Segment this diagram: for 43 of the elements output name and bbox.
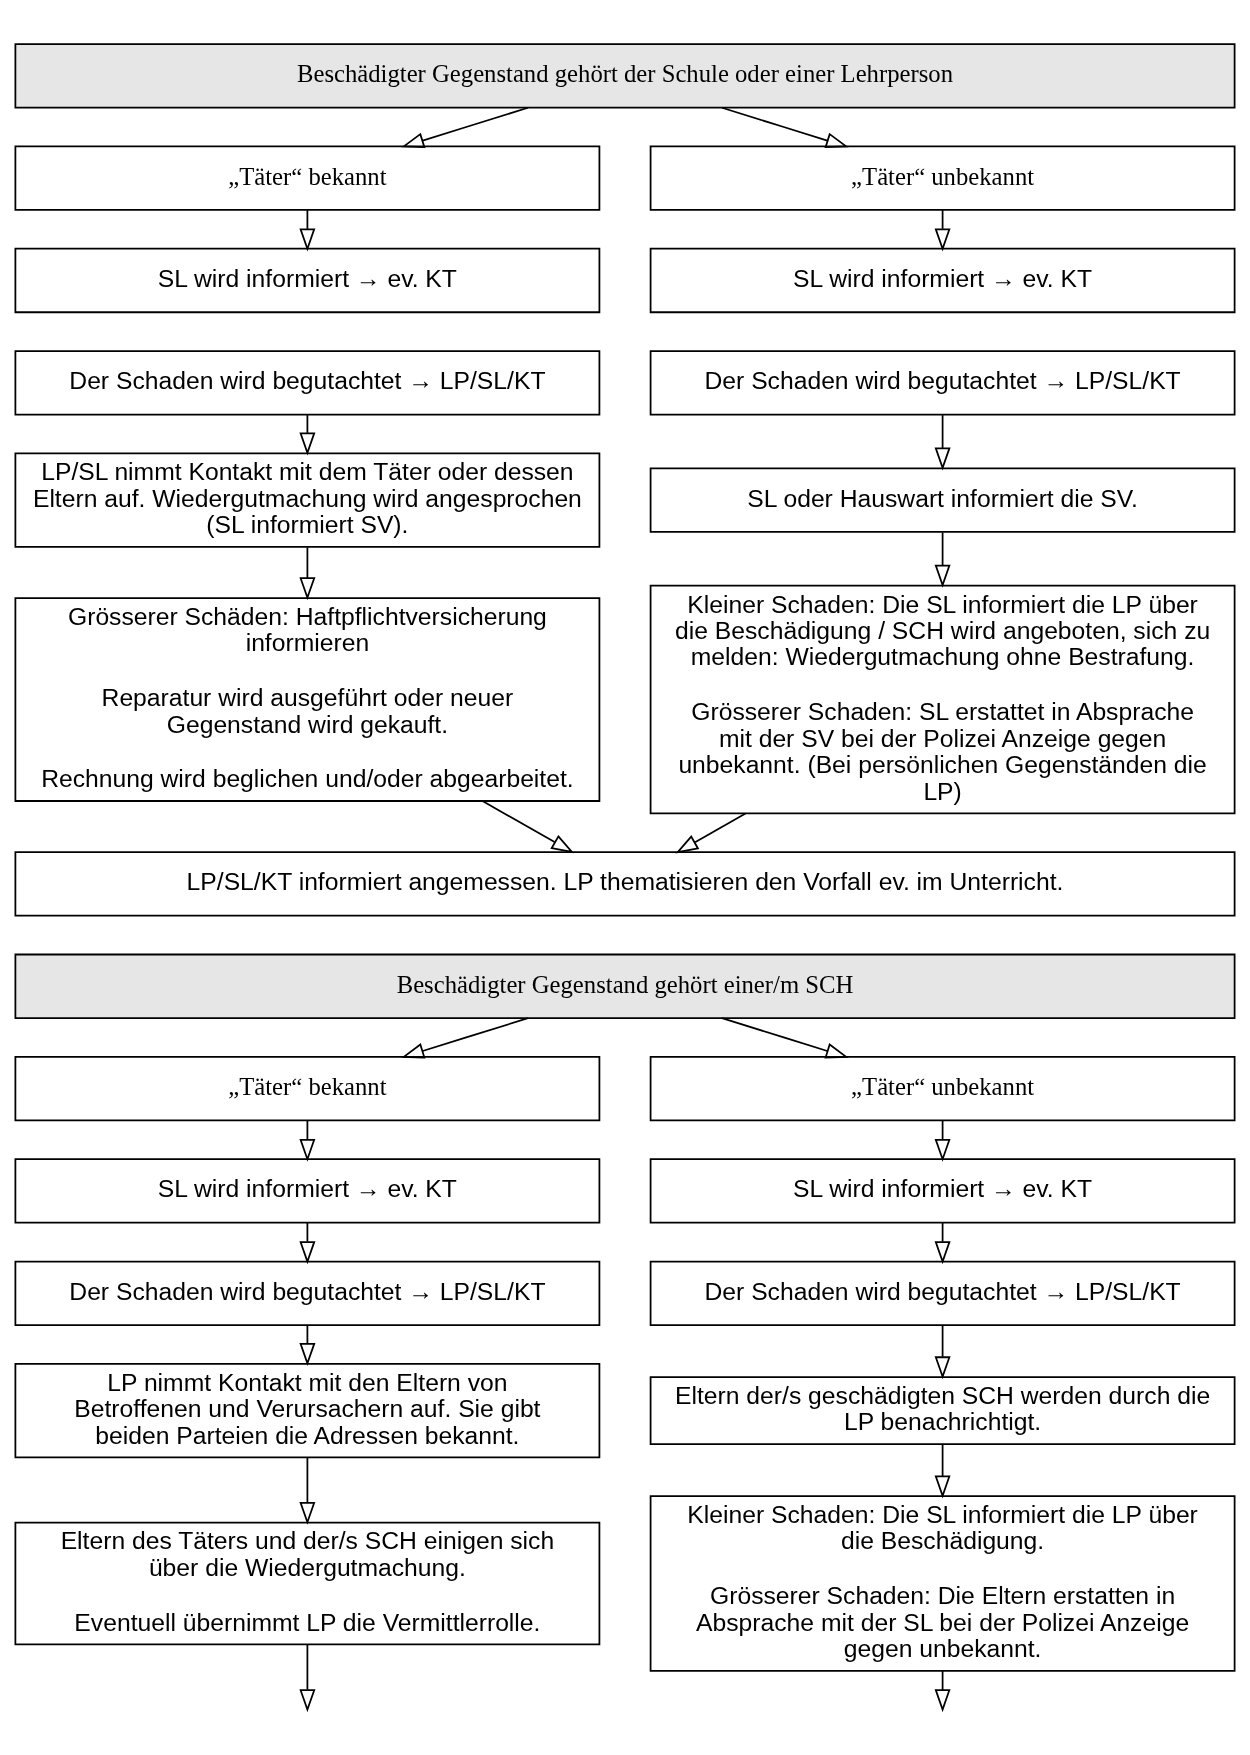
node-box: Der Schaden wird begutachtet → LP/SL/KT [649,1260,1236,1326]
node-box: SL wird informiert → ev. KT [649,1158,1236,1224]
node-box: LP nimmt Kontakt mit den Eltern von Betroffenen und Verursachern auf. Sie gibt beiden Parteien die Adressen bekannt. [14,1362,601,1459]
arrow [401,106,529,149]
arrow [721,1017,849,1059]
arrow [934,531,951,588]
node-box: Beschädigter Gegenstand gehört einer/m SCH [14,953,1236,1019]
node-box: SL wird informiert → ev. KT [649,247,1236,314]
node-box: „Täter“ unbekannt [649,1055,1236,1122]
arrow [934,1324,951,1380]
node-box: SL wird informiert → ev. KT [14,247,601,314]
node-box: Der Schaden wird begutachtet → LP/SL/KT [14,350,601,416]
node-box: Der Schaden wird begutachtet → LP/SL/KT [649,350,1236,416]
arrow [934,1119,951,1162]
arrow [299,1119,316,1162]
arrow [299,1222,316,1265]
arrow [934,1670,951,1713]
node-box: LP/SL nimmt Kontakt mit dem Täter oder dessen Eltern auf. Wiedergutmachung wird angesprochen (SL informiert SV). [14,452,601,548]
arrow [721,106,849,149]
node-box: LP/SL/KT informiert angemessen. LP thematisieren den Vorfall ev. im Unterricht. [14,851,1236,917]
arrow [299,209,316,252]
node-box: Kleiner Schaden: Die SL informiert die LP über die Beschädigung. Grösserer Schaden: Die Eltern erstatten in Absprache mit der SL bei der Polizei Anzeige gegen unbekannt. [649,1495,1236,1672]
node-box: „Täter“ bekannt [14,1055,601,1122]
node-box: „Täter“ unbekannt [649,145,1236,211]
node-box: Der Schaden wird begutachtet → LP/SL/KT [14,1260,601,1326]
node-box: SL oder Hauswart informiert die SV. [649,467,1236,533]
node-box: SL wird informiert → ev. KT [14,1158,601,1224]
arrow [934,209,951,252]
node-box: Eltern des Täters und der/s SCH einigen sich über die Wiedergutmachung. Eventuell übernimmt LP die Vermittlerrolle. [14,1521,601,1646]
arrow [934,1443,951,1499]
arrow [934,1222,951,1265]
arrow [482,800,575,854]
node-box: Eltern der/s geschädigten SCH werden durch die LP benachrichtigt. [649,1376,1236,1445]
node-box: Grösserer Schäden: Haftpflichtversicherung informieren Reparatur wird ausgeführt oder neuer Gegenstand wird gekauft. Rechnung wird beglichen und/oder abgearbeitet. [14,597,601,802]
arrow [675,812,747,854]
arrow [299,1456,316,1525]
arrow [401,1017,529,1059]
node-box: Kleiner Schaden: Die SL informiert die LP über die Beschädigung / SCH wird angeboten, sich zu melden: Wiedergutmachung ohne Bestrafung. Grösserer Schaden: SL erstattet in Absprache mit der SV bei der Polizei Anzeige gegen unbekannt. (Bei persönlichen Gegenständen die LP) [649,584,1236,815]
node-box: „Täter“ bekannt [14,145,601,211]
arrow [299,546,316,601]
node-box: Beschädigter Gegenstand gehört der Schule oder einer Lehrperson [14,43,1236,109]
arrow [934,414,951,471]
arrow [299,1643,316,1713]
